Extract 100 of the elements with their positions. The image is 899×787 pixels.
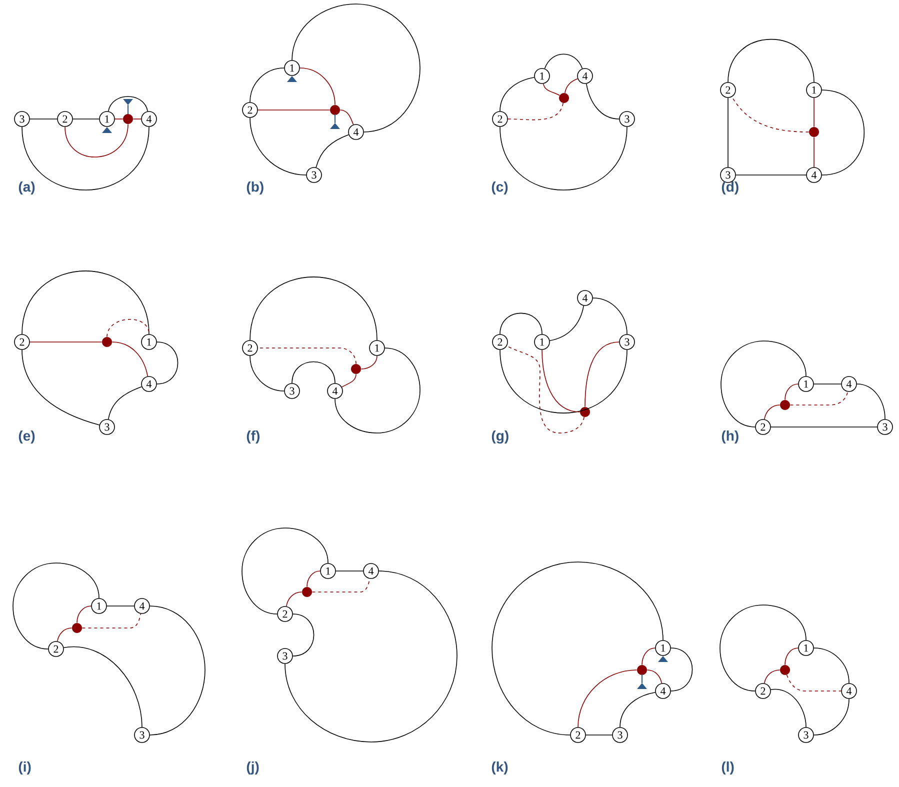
curve	[492, 562, 664, 736]
junction-dot	[580, 407, 590, 417]
panel-label: (j)	[246, 761, 259, 775]
numbered-node: 3	[720, 167, 736, 183]
junction-dot	[123, 114, 133, 124]
numbered-node: 1	[369, 340, 385, 356]
numbered-node: 2	[242, 102, 258, 118]
numbered-node: 1	[99, 111, 115, 127]
numbered-node: 3	[277, 648, 293, 664]
junction-dot	[559, 93, 569, 103]
curve	[286, 592, 302, 607]
curve	[720, 604, 806, 692]
panel-label: (e)	[18, 430, 35, 444]
curve	[770, 688, 806, 728]
numbered-node: 2	[57, 111, 73, 127]
curve	[340, 110, 354, 125]
curve	[316, 134, 349, 168]
curve	[764, 670, 780, 684]
curve	[56, 628, 72, 642]
numbered-node: 1	[534, 68, 550, 84]
numbered-node: 4	[363, 563, 379, 579]
curve	[500, 76, 535, 112]
numbered-node: 3	[306, 167, 322, 183]
numbered-node: 4	[141, 111, 157, 127]
curve	[292, 361, 336, 384]
curve	[728, 38, 814, 82]
line	[132, 118, 142, 120]
numbered-node: 2	[492, 334, 508, 350]
numbered-node: 1	[284, 60, 300, 76]
dashed-curve	[732, 96, 810, 132]
curve	[300, 68, 336, 106]
curve	[22, 270, 150, 334]
curve	[592, 298, 628, 334]
junction-dot	[302, 587, 312, 597]
line	[336, 570, 364, 572]
curve	[306, 570, 320, 588]
curve	[12, 562, 100, 650]
numbered-node: 4	[348, 124, 364, 140]
curve	[814, 698, 850, 736]
curve	[108, 96, 148, 112]
panel-label: (a)	[18, 181, 35, 195]
curve	[360, 356, 378, 370]
numbered-node: 1	[806, 82, 822, 98]
curve	[22, 126, 150, 190]
numbered-node: 4	[134, 598, 150, 614]
curve	[250, 356, 284, 392]
curve	[764, 404, 780, 420]
numbered-node: 2	[755, 683, 771, 699]
curve	[112, 342, 148, 377]
numbered-node: 3	[877, 419, 893, 435]
panel-label: (d)	[722, 181, 738, 195]
numbered-node: 4	[141, 376, 157, 392]
line	[114, 118, 124, 120]
numbered-node: 3	[284, 383, 300, 399]
numbered-node: 1	[798, 640, 814, 656]
numbered-node: 1	[534, 334, 550, 350]
panel-label: (h)	[722, 430, 738, 444]
numbered-node: 2	[492, 111, 508, 127]
numbered-node: 4	[655, 683, 671, 699]
dashed-curve	[106, 319, 150, 338]
panel-label: (c)	[492, 181, 508, 195]
panel-label: (f)	[246, 430, 260, 444]
numbered-node: 3	[612, 727, 628, 743]
curve	[334, 348, 420, 434]
panel-label: (g)	[492, 430, 508, 444]
numbered-node: 4	[327, 383, 343, 399]
curve	[586, 83, 620, 120]
numbered-node: 3	[619, 334, 635, 350]
numbered-node: 3	[99, 419, 115, 435]
curve	[156, 342, 178, 384]
junction-dot	[780, 400, 790, 410]
curve	[720, 340, 806, 428]
numbered-node: 2	[755, 419, 771, 435]
junction-dot	[330, 105, 340, 115]
curve	[542, 350, 580, 412]
junction-dot	[351, 364, 361, 374]
junction-dot	[102, 337, 112, 347]
junction-dot	[780, 665, 790, 675]
numbered-node: 1	[141, 334, 157, 350]
dashed-curve	[82, 613, 142, 628]
line	[736, 174, 806, 176]
curve	[64, 124, 128, 158]
numbered-node: 2	[242, 340, 258, 356]
curve	[250, 118, 306, 176]
panel-label: (i)	[18, 761, 31, 775]
curve	[500, 350, 628, 414]
curve	[76, 606, 92, 624]
junction-dot	[637, 665, 647, 675]
numbered-node: 2	[14, 334, 30, 350]
dashed-curve	[506, 346, 584, 434]
numbered-node: 3	[619, 111, 635, 127]
numbered-node: 2	[570, 727, 586, 743]
dashed-curve	[790, 391, 848, 406]
curve	[584, 342, 620, 408]
curve	[292, 614, 314, 656]
dashed-curve	[258, 348, 356, 364]
panel-label: (b)	[246, 181, 264, 195]
numbered-node: 1	[320, 563, 336, 579]
curve	[63, 646, 142, 728]
curve	[242, 528, 328, 614]
